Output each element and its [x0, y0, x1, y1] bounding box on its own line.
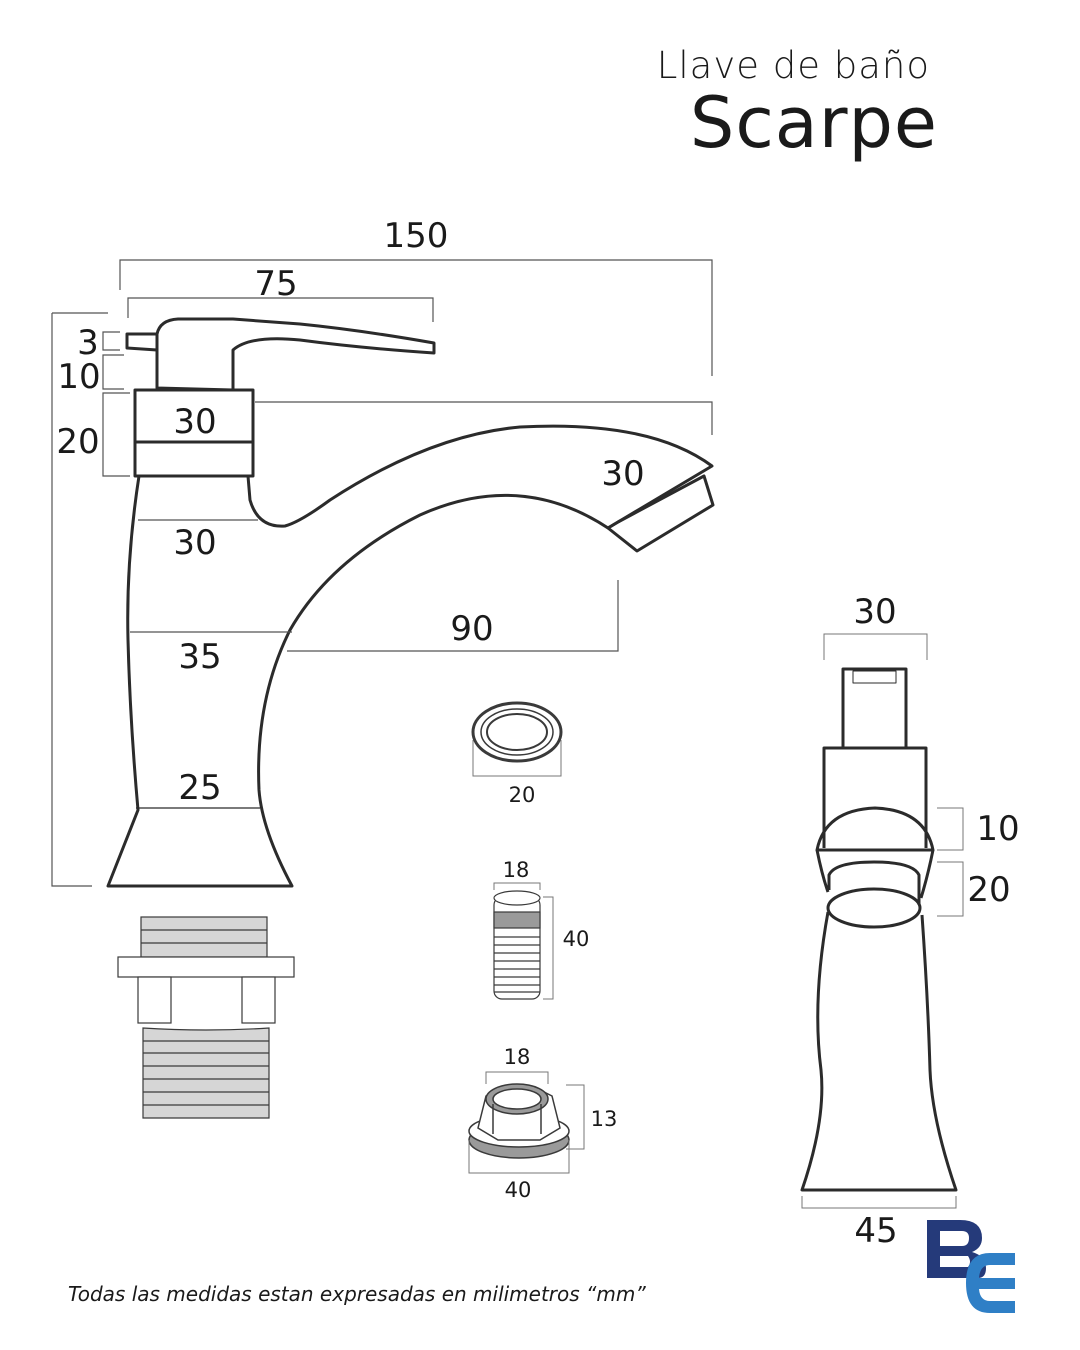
- dim-side-10: 10: [976, 809, 1019, 849]
- dim-nut-height: 13: [591, 1107, 618, 1131]
- hex-nut: [468, 1071, 585, 1174]
- dim-mid-width: 35: [178, 637, 221, 677]
- product-category: Llave de baño: [656, 44, 930, 87]
- dim-spout-reach: 90: [450, 609, 493, 649]
- dim-total-width: 150: [384, 216, 449, 256]
- mounting-shank: [117, 916, 295, 1119]
- dim-side-base-width: 45: [854, 1211, 897, 1251]
- faucet-front-view: [106, 317, 715, 888]
- dim-lever-thickness: 3: [77, 323, 99, 363]
- lever-tab: [125, 332, 158, 352]
- dim-body-top-width: 30: [173, 402, 216, 442]
- dim-handle-base-height: 10: [57, 357, 100, 397]
- brand-logo: [927, 1220, 1015, 1313]
- dimension-lines: [51, 259, 713, 887]
- dim-rod-width: 18: [503, 858, 530, 882]
- dim-rod-length: 40: [563, 927, 590, 951]
- measurement-note: Todas las medidas estan expresadas en mi…: [68, 1282, 646, 1306]
- dim-handle-length: 75: [254, 264, 297, 304]
- faucet-body: [106, 424, 714, 888]
- faucet-handle: [155, 317, 436, 392]
- dim-side-20: 20: [967, 870, 1010, 910]
- dim-base-width: 25: [178, 768, 221, 808]
- dim-body-top-height: 20: [56, 422, 99, 462]
- dim-nut-outer: 40: [505, 1178, 532, 1202]
- product-name: Scarpe: [689, 82, 938, 164]
- threaded-rod: [493, 882, 554, 1000]
- dim-nut-inner: 18: [504, 1045, 531, 1069]
- dim-neck-width: 30: [173, 523, 216, 563]
- side-dimension-lines: [801, 633, 964, 1209]
- dim-side-top-width: 30: [853, 592, 896, 632]
- dim-aerator-width: 20: [509, 783, 536, 807]
- spout-aerator: [606, 474, 715, 553]
- dim-spout-tip: 30: [601, 454, 644, 494]
- body-top-block: [133, 388, 255, 478]
- faucet-side-view: [800, 667, 958, 1192]
- logo-letter-e: [966, 1253, 1015, 1313]
- aerator-ring: [471, 701, 563, 777]
